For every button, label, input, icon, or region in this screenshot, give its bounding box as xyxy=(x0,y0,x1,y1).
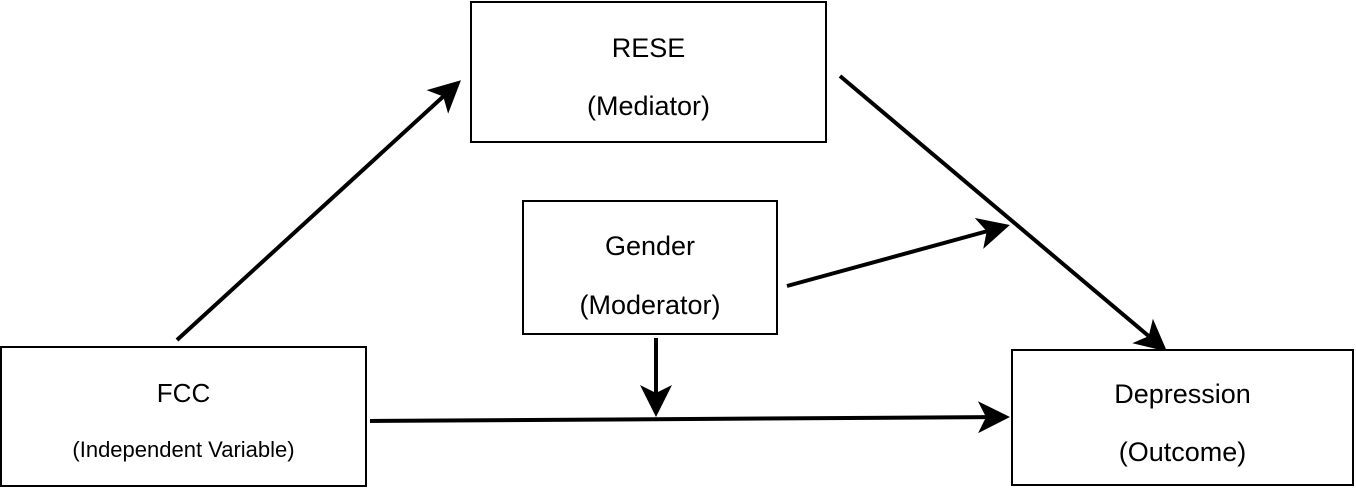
depression-outcome-box: Depression (Outcome) xyxy=(1011,349,1354,486)
fcc-independent-variable-box: FCC (Independent Variable) xyxy=(0,346,367,487)
arrow-fcc-to-rese xyxy=(175,80,461,342)
gender-label: Gender xyxy=(604,231,696,261)
mediator-role-label: (Mediator) xyxy=(586,91,711,121)
arrow-rese-to-depression xyxy=(838,74,1168,352)
rese-label: RESE xyxy=(611,33,686,63)
arrow-gender-to-rese-depression-path xyxy=(786,217,1010,288)
depression-label: Depression xyxy=(1114,379,1251,409)
moderator-role-label: (Moderator) xyxy=(579,290,721,320)
arrow-fcc-to-depression xyxy=(369,401,1010,434)
independent-variable-role-label: (Independent Variable) xyxy=(72,437,295,462)
outcome-role-label: (Outcome) xyxy=(1118,437,1247,467)
fcc-label: FCC xyxy=(156,378,211,408)
rese-mediator-box: RESE (Mediator) xyxy=(470,1,827,143)
gender-moderator-box: Gender (Moderator) xyxy=(522,200,778,335)
